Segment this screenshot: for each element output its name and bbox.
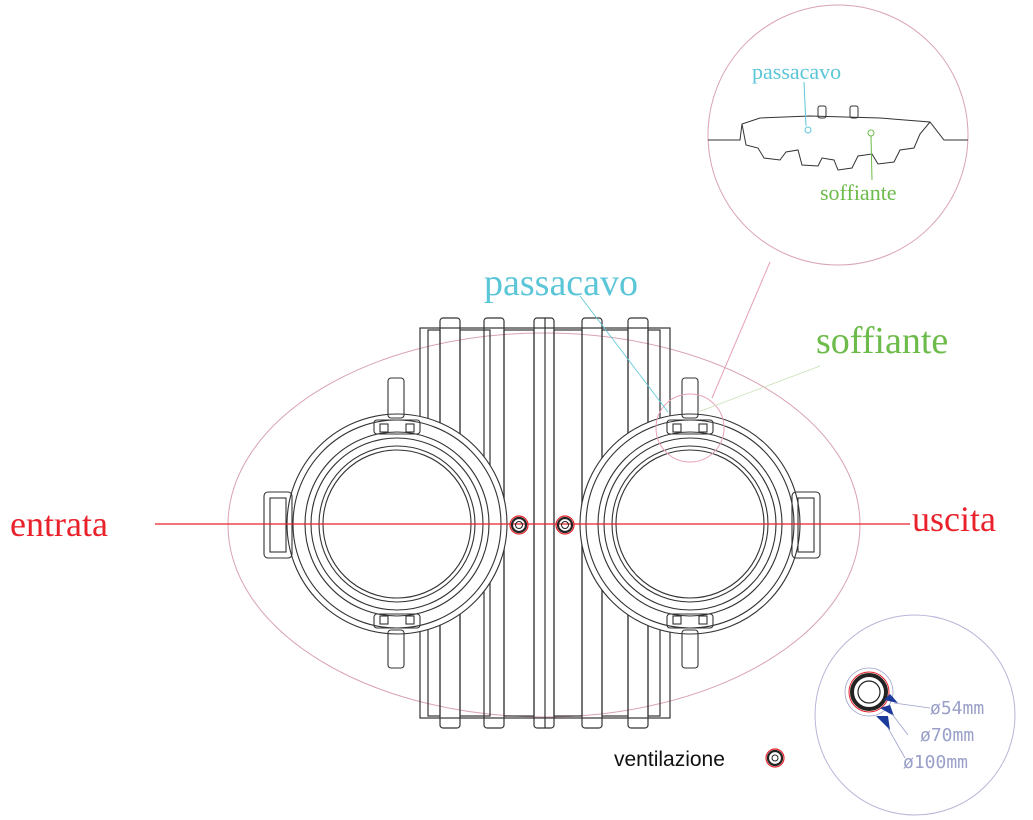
label-passacavo: passacavo <box>484 262 638 304</box>
detail-label-soffiante: soffiante <box>820 180 897 205</box>
label-diameter-70: ø70mm <box>920 725 974 746</box>
tank-outline <box>227 332 861 718</box>
label-diameter-54: ø54mm <box>930 698 984 719</box>
label-entrata: entrata <box>10 504 108 544</box>
manhole-left <box>263 377 508 669</box>
label-diameter-100: ø100mm <box>903 752 968 773</box>
vent-pipe-left <box>509 515 529 535</box>
label-ventilazione: ventilazione <box>614 748 725 771</box>
label-uscita: uscita <box>912 499 996 539</box>
label-soffiante: soffiante <box>816 320 948 362</box>
detail-circle-top <box>707 4 969 266</box>
vent-pipe-right <box>555 515 575 535</box>
detail-label-passacavo: passacavo <box>752 59 841 84</box>
detail-circle-pipe <box>814 614 1016 816</box>
ventilation-legend-icon <box>765 748 785 768</box>
soffiante-leader <box>697 365 821 413</box>
passacavo-leader <box>579 295 669 413</box>
detail-leader-line <box>711 261 771 399</box>
detail-marker-circle <box>655 393 725 463</box>
manhole-right <box>579 377 821 669</box>
